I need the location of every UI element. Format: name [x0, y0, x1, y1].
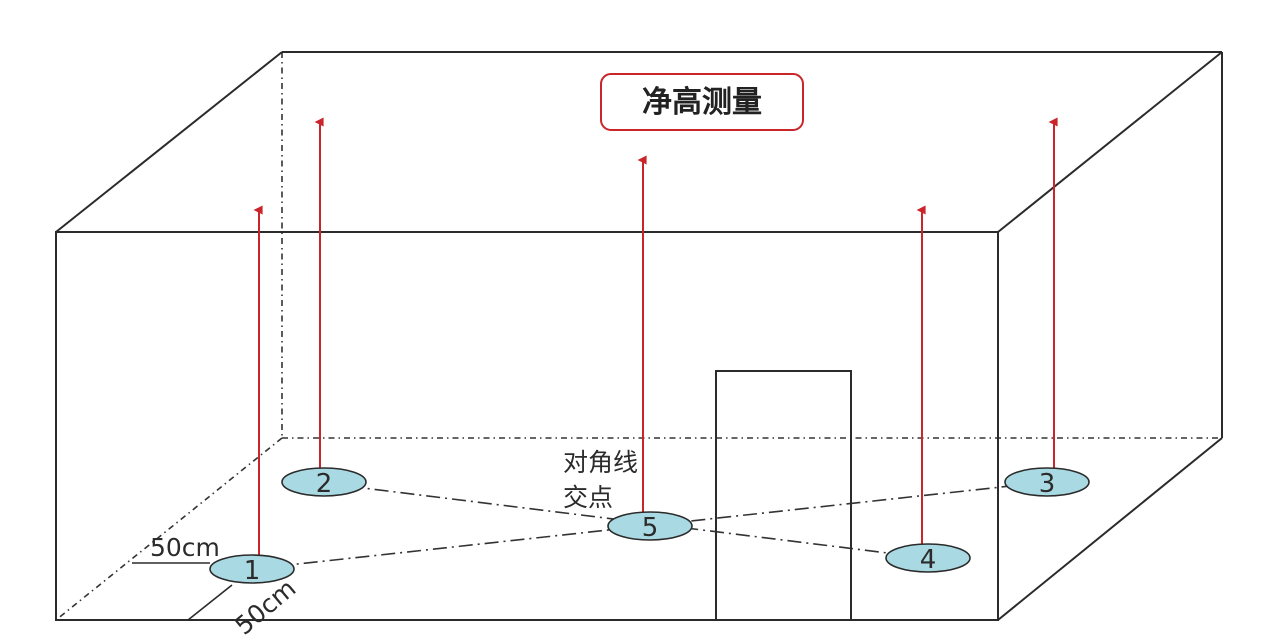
door-outline [715, 370, 852, 620]
point-3-label: 3 [1039, 469, 1056, 499]
point-2-label: 2 [316, 469, 333, 499]
point-3-marker [1004, 467, 1090, 497]
bottom-right-depth-edge [997, 437, 1223, 621]
hidden-edges [55, 52, 1222, 621]
annotation-line-1: 对角线 [563, 448, 638, 477]
left-floor-edge [55, 437, 283, 621]
top-right-depth-edge [997, 51, 1223, 233]
measurement-arrows [253, 117, 1058, 566]
point-5: 5 [607, 511, 693, 543]
title-box: 净高测量 [600, 73, 804, 131]
point-1: 1 [209, 554, 295, 586]
point-1-marker [209, 554, 295, 584]
annotation-line-2: 交点 [563, 483, 613, 512]
point-3: 3 [1004, 467, 1090, 499]
dimension-horizontal-label: 50cm [150, 533, 220, 562]
measurement-points: 1 2 3 4 5 [209, 467, 1090, 586]
intersection-annotation: 对角线 交点 [563, 448, 638, 512]
point-2: 2 [281, 467, 367, 499]
point-4-label: 4 [920, 545, 937, 575]
title-text: 净高测量 [642, 85, 762, 120]
point-5-label: 5 [642, 513, 659, 543]
front-face [55, 231, 999, 621]
point-5-marker [607, 511, 693, 541]
top-left-depth-edge [55, 51, 283, 233]
point-4-marker [885, 543, 971, 573]
point-4: 4 [885, 543, 971, 575]
title-frame [600, 73, 804, 131]
box-edges [55, 51, 1223, 621]
point-2-marker [281, 467, 367, 497]
point-1-label: 1 [244, 556, 261, 586]
diagonal-dimension-line [187, 584, 233, 621]
